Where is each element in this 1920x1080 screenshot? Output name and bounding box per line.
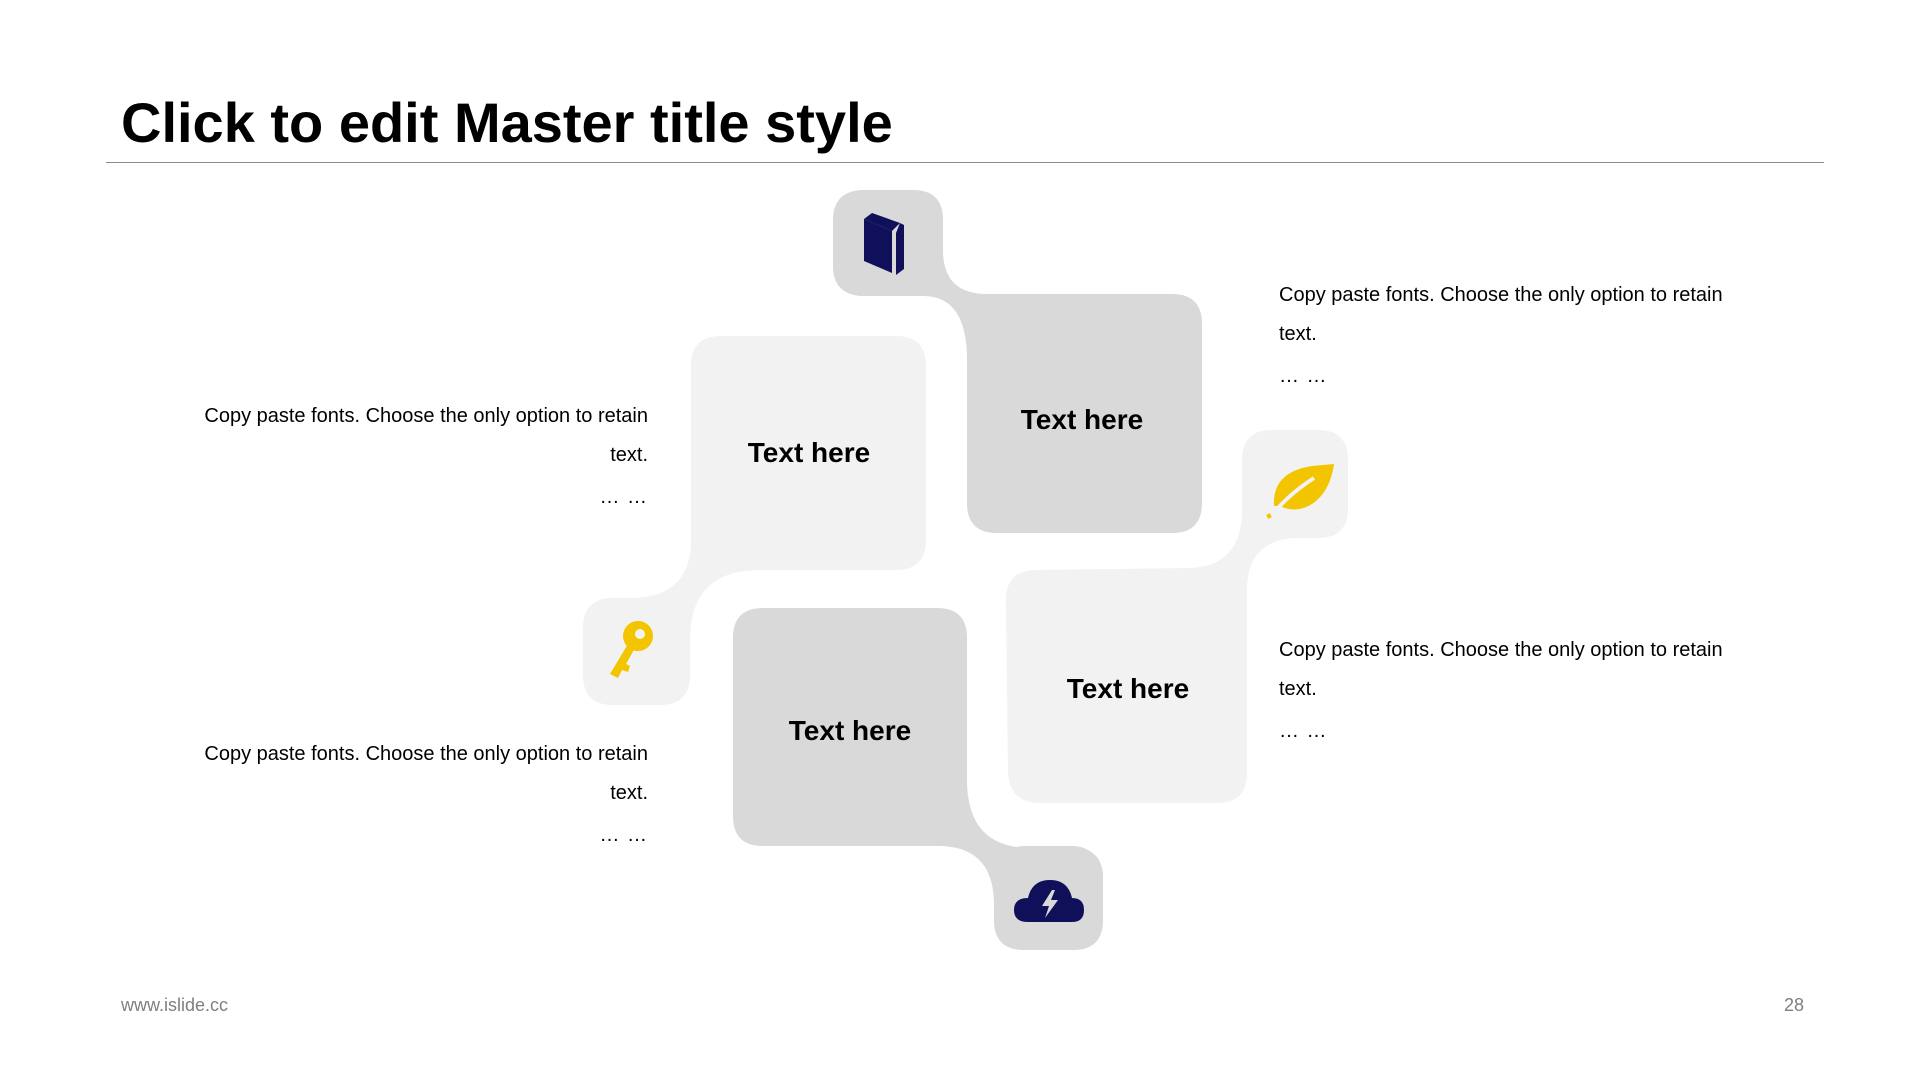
- description-top-right[interactable]: Copy paste fonts. Choose the only option…: [1279, 276, 1779, 396]
- description-ellipsis: … …: [1279, 365, 1328, 387]
- description-text-end: text.: [1279, 678, 1317, 700]
- description-text: Copy paste fonts. Choose the only option…: [1279, 284, 1723, 306]
- description-lower-left[interactable]: Copy paste fonts. Choose the only option…: [148, 735, 648, 855]
- title-divider: [106, 162, 1824, 163]
- description-lower-right[interactable]: Copy paste fonts. Choose the only option…: [1279, 631, 1779, 751]
- card-left-label: Text here: [747, 437, 871, 468]
- description-text: Copy paste fonts. Choose the only option…: [1279, 639, 1723, 661]
- card-left[interactable]: [583, 336, 926, 705]
- description-ellipsis: … …: [599, 824, 648, 846]
- leaf-icon: [1266, 464, 1334, 520]
- description-upper-left[interactable]: Copy paste fonts. Choose the only option…: [148, 397, 648, 517]
- footer-url: www.islide.cc: [121, 995, 229, 1015]
- card-bottom-label: Text here: [788, 715, 912, 746]
- description-text-end: text.: [610, 444, 648, 466]
- description-ellipsis: … …: [1279, 720, 1328, 742]
- cloud-lightning-icon: [1014, 880, 1084, 922]
- description-text: Copy paste fonts. Choose the only option…: [204, 743, 648, 765]
- page-number: 28: [1784, 995, 1805, 1015]
- key-icon: [610, 621, 653, 678]
- description-text-end: text.: [1279, 323, 1317, 345]
- slide-title[interactable]: Click to edit Master title style: [121, 91, 893, 154]
- description-text-end: text.: [610, 782, 648, 804]
- description-text: Copy paste fonts. Choose the only option…: [204, 405, 648, 427]
- description-ellipsis: … …: [599, 486, 648, 508]
- card-right-label: Text here: [1066, 673, 1190, 704]
- card-top-label: Text here: [1020, 404, 1144, 435]
- book-icon: [864, 213, 904, 275]
